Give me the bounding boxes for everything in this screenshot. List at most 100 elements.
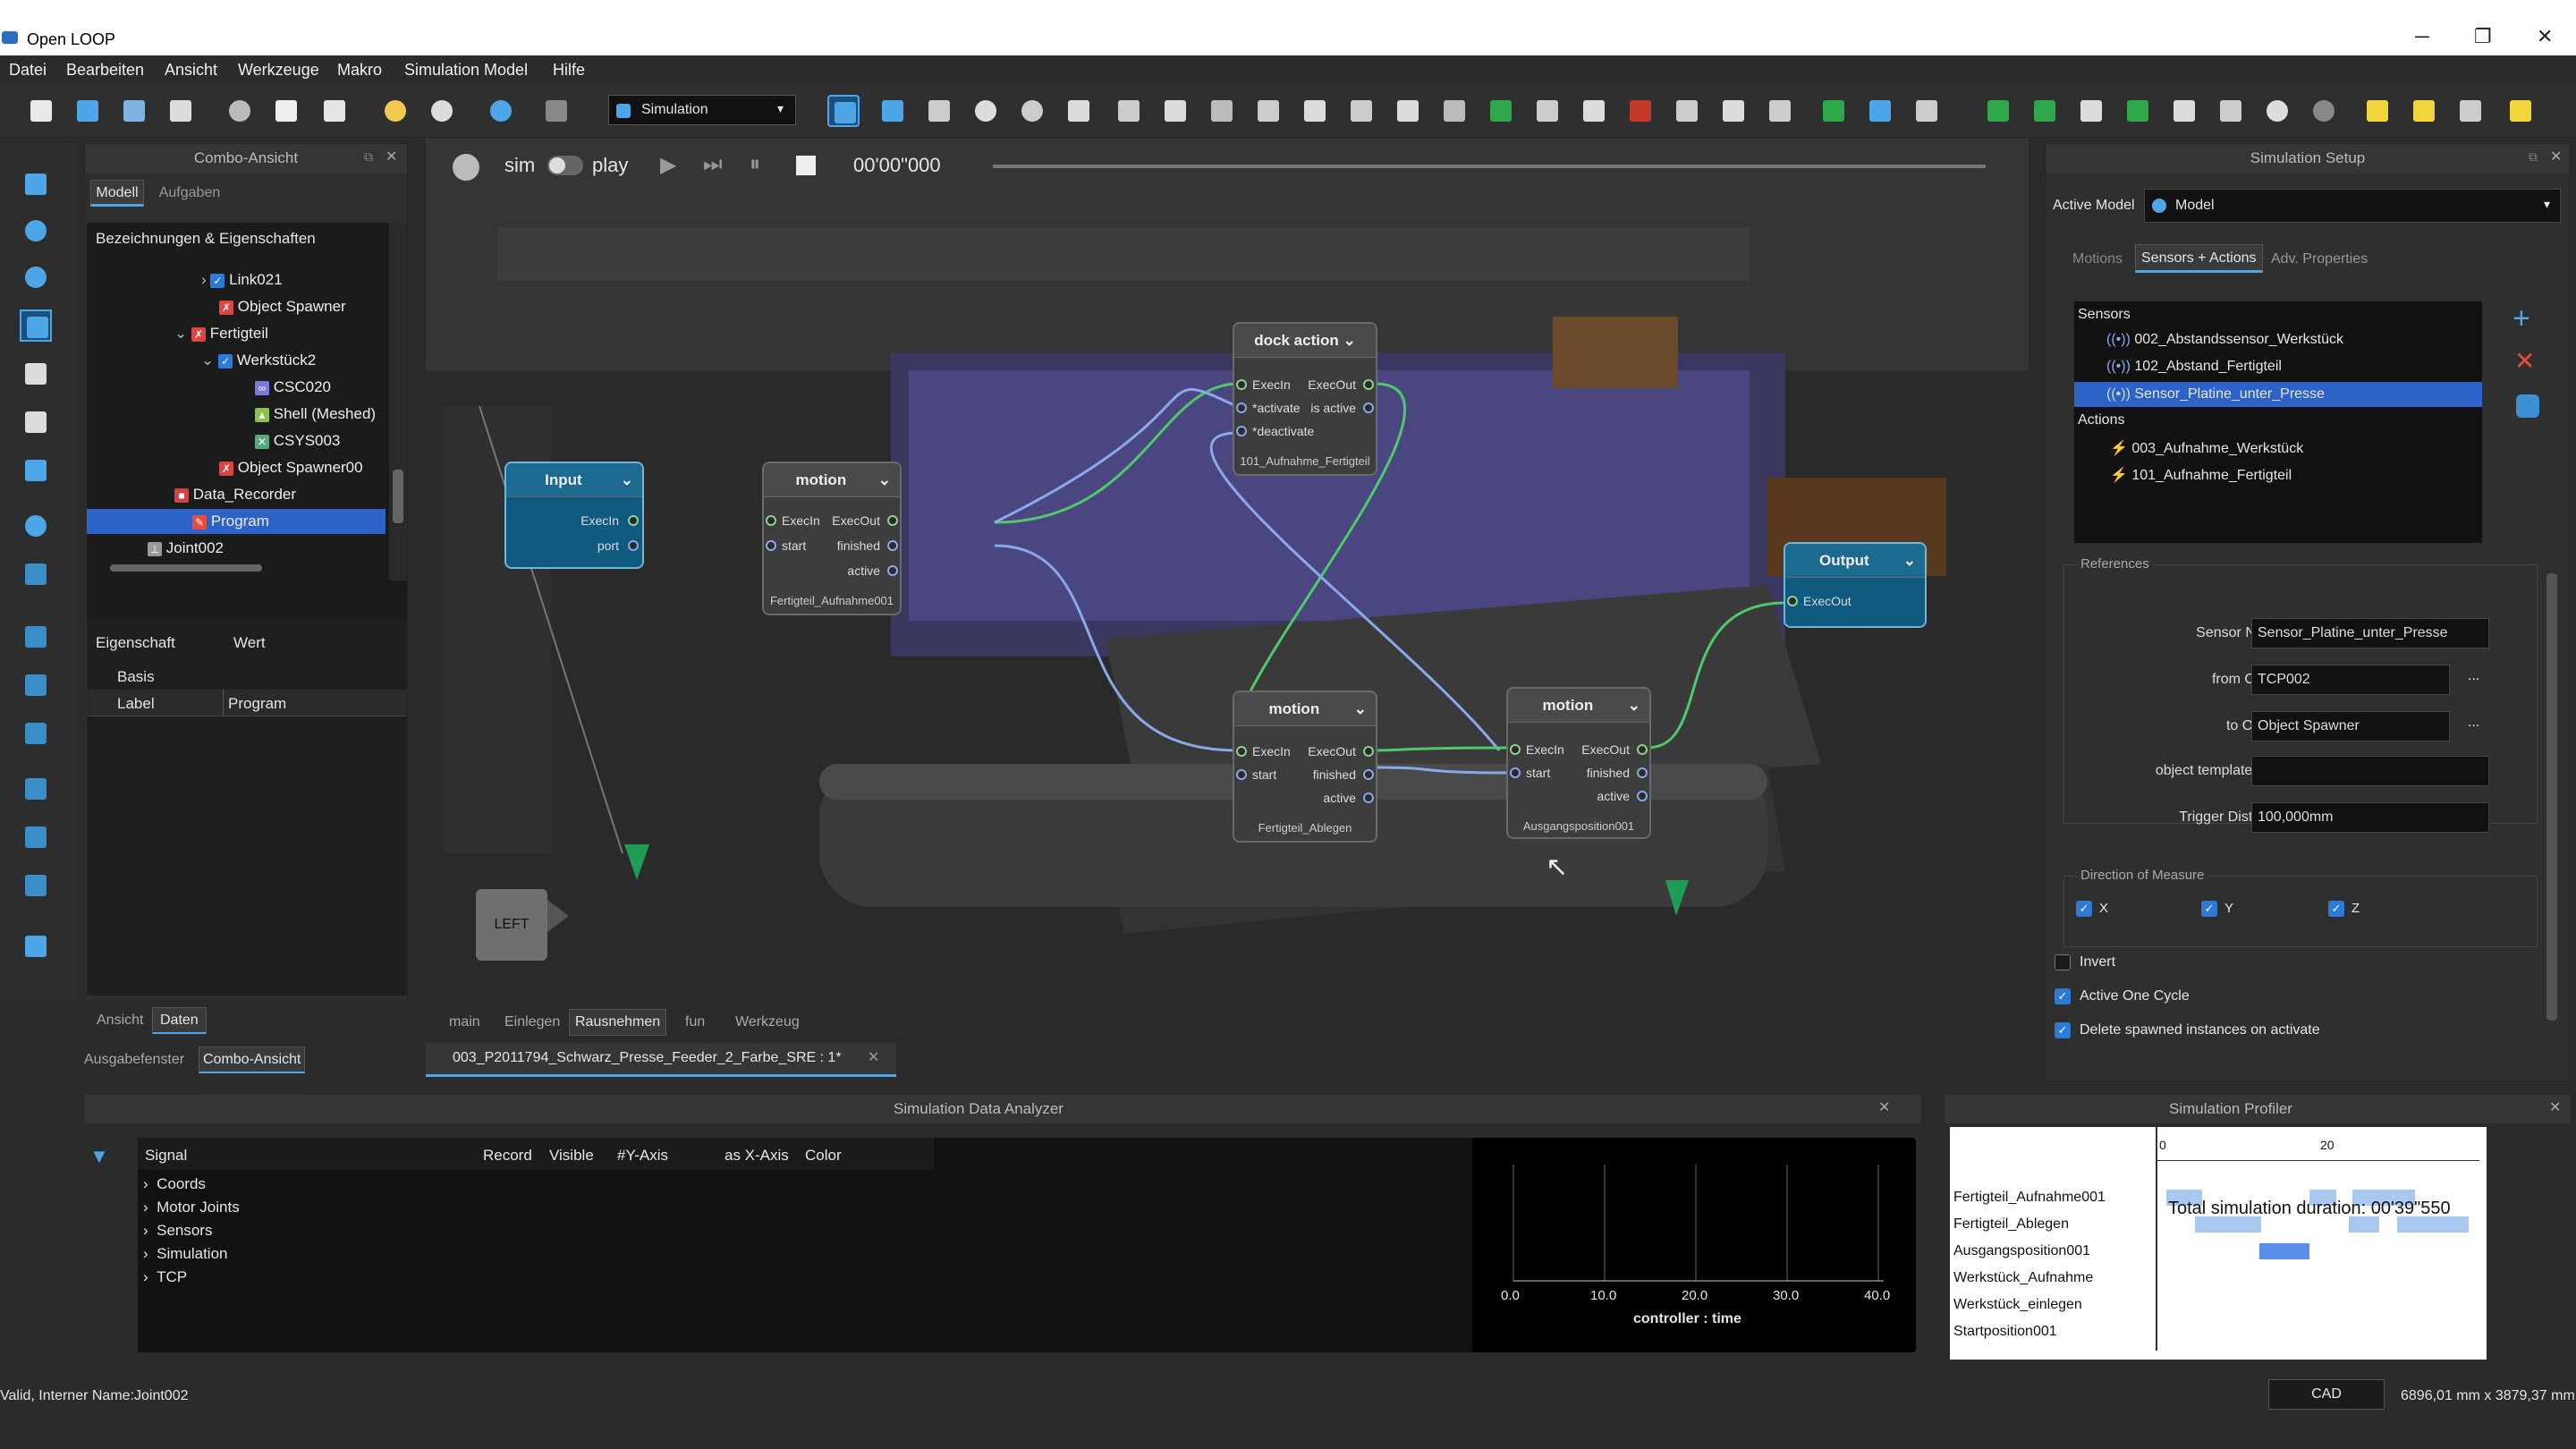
sim-tool-icon[interactable] — [923, 95, 955, 127]
input-pin[interactable] — [1510, 767, 1521, 778]
menu-bearbeiten[interactable]: Bearbeiten — [66, 61, 145, 79]
output-pin[interactable] — [1363, 769, 1374, 780]
table-row[interactable]: › Simulation — [143, 1245, 228, 1262]
tree-item-csc020[interactable]: ∞ CSC020 — [255, 375, 331, 400]
close-icon[interactable]: ✕ — [386, 149, 398, 165]
restore-button[interactable]: ❐ — [2474, 25, 2492, 47]
tree-item-werkstueck2[interactable]: ⌄ ✓ Werkstück2 — [201, 352, 317, 369]
sim-tool-icon[interactable] — [1206, 95, 1238, 127]
sim-tool-icon[interactable] — [1624, 95, 1657, 127]
output-pin[interactable] — [1363, 792, 1374, 803]
analyzer-plot[interactable]: 0.0 10.0 20.0 30.0 40.0 controller : tim… — [1472, 1138, 1916, 1352]
timeline-slider[interactable] — [993, 165, 1986, 168]
sim-tool-icon[interactable] — [2215, 95, 2247, 127]
input-pin[interactable] — [1236, 402, 1247, 413]
profiler-panel[interactable]: 0 20 Fertigteil_Aufnahme001 Fertigteil_A… — [1950, 1127, 2487, 1360]
redo-icon[interactable] — [426, 95, 458, 127]
output-pin[interactable] — [1363, 402, 1374, 413]
input-pin[interactable] — [1510, 744, 1521, 755]
undo-icon[interactable] — [379, 95, 411, 127]
tree-item-csys003[interactable]: ✕ CSYS003 — [255, 428, 340, 453]
output-pin[interactable] — [1363, 379, 1374, 390]
front-view-icon[interactable] — [20, 621, 52, 653]
sim-tool-icon[interactable] — [1864, 95, 1896, 127]
output-pin[interactable] — [887, 565, 898, 576]
sim-tool-icon[interactable] — [1911, 95, 1943, 127]
close-icon[interactable]: ✕ — [2550, 149, 2563, 165]
sim-tool-icon[interactable] — [2122, 95, 2154, 127]
play-icon[interactable]: ▶ — [660, 153, 677, 177]
input-pin[interactable] — [1236, 746, 1247, 757]
sim-tool-icon[interactable] — [877, 95, 909, 127]
sim-tool-icon[interactable] — [1345, 95, 1377, 127]
sim-tool-icon[interactable] — [1299, 95, 1331, 127]
table-row[interactable]: › Motor Joints — [143, 1199, 240, 1216]
chevron-down-icon[interactable]: ⌄ — [1902, 552, 1916, 569]
table-row[interactable]: › Sensors — [143, 1222, 213, 1239]
sensor-name-input[interactable]: Sensor_Platine_unter_Presse — [2251, 618, 2489, 648]
tab-einlegen[interactable]: Einlegen — [504, 1014, 561, 1030]
output-node[interactable]: Output ⌄ ExecOut — [1784, 542, 1927, 628]
list-item[interactable]: ((•)) 002_Abstandssensor_Werkstück — [2106, 332, 2343, 348]
setup-scrollbar[interactable] — [2543, 555, 2561, 1056]
tab-modell[interactable]: Modell — [90, 180, 144, 207]
forward-icon[interactable] — [20, 406, 52, 438]
3d-viewport[interactable]: sim play ▶ ⏭ ⏸ 00'00"000 Input ⌄ ExecIn … — [426, 138, 2029, 1005]
browse-button[interactable]: ... — [2468, 668, 2480, 683]
motion-node-3[interactable]: motion ⌄ ExecIn start ExecOut finished a… — [1506, 687, 1651, 839]
tab-ausgabefenster[interactable]: Ausgabefenster — [84, 1052, 185, 1067]
left-view-icon[interactable] — [20, 869, 52, 902]
top-view-icon[interactable] — [20, 669, 52, 701]
menu-datei[interactable]: Datei — [9, 61, 47, 79]
gear-icon[interactable] — [970, 95, 1002, 127]
tree-scrollbar[interactable] — [389, 223, 407, 580]
step-icon[interactable]: ⏭ — [703, 152, 723, 176]
tab-aufgaben[interactable]: Aufgaben — [158, 185, 221, 200]
back-icon[interactable] — [20, 358, 52, 390]
select-icon[interactable] — [20, 309, 52, 342]
pause-icon[interactable]: ⏸ — [750, 152, 760, 176]
tree-hscrollbar[interactable] — [92, 561, 386, 575]
float-icon[interactable]: ⧉ — [364, 149, 373, 164]
sim-tool-icon[interactable] — [1717, 95, 1750, 127]
sim-tool-icon[interactable] — [2168, 95, 2200, 127]
sim-tool-icon[interactable] — [2029, 95, 2061, 127]
workbench-select[interactable]: Simulation ▾ — [608, 95, 796, 125]
tab-combo-ansicht[interactable]: Combo-Ansicht — [199, 1046, 306, 1073]
tree-item-object-spawner[interactable]: ✗ Object Spawner — [219, 294, 346, 319]
tree-item-link021[interactable]: › ✓ Link021 — [201, 271, 283, 288]
tree-item-shell[interactable]: ▲ Shell (Meshed) — [255, 402, 376, 427]
tab-motions[interactable]: Motions — [2072, 251, 2123, 267]
float-icon[interactable]: ⧉ — [2529, 149, 2538, 164]
zoom-icon[interactable] — [20, 215, 52, 247]
input-pin[interactable] — [766, 515, 776, 526]
print-icon[interactable] — [165, 95, 197, 127]
settings-gear-icon[interactable] — [453, 154, 479, 181]
menu-makro[interactable]: Makro — [337, 61, 383, 79]
chevron-down-icon[interactable]: ⌄ — [1343, 332, 1356, 349]
sim-tool-icon[interactable] — [1764, 95, 1796, 127]
chevron-down-icon[interactable]: ⌄ — [877, 471, 891, 488]
sim-tool-icon[interactable] — [1159, 95, 1191, 127]
refresh-icon[interactable] — [485, 95, 517, 127]
open-file-icon[interactable] — [72, 95, 104, 127]
tab-adv-properties[interactable]: Adv. Properties — [2271, 251, 2368, 267]
cut-icon[interactable] — [224, 95, 256, 127]
zoom-in-icon[interactable] — [20, 510, 52, 542]
checkbox-z[interactable]: ✓ — [2328, 901, 2344, 917]
template-filter-input[interactable] — [2251, 756, 2489, 786]
sim-tool-icon[interactable] — [1113, 95, 1145, 127]
filter-icon[interactable]: ▼ — [89, 1145, 109, 1167]
checkbox-y[interactable]: ✓ — [2201, 901, 2217, 917]
chevron-down-icon[interactable]: ⌄ — [1627, 697, 1640, 714]
sim-tool-icon[interactable] — [1438, 95, 1470, 127]
input-pin[interactable] — [766, 540, 776, 551]
tree-item-joint002[interactable]: ⊥ Joint002 — [148, 536, 224, 561]
input-node[interactable]: Input ⌄ ExecIn port — [504, 462, 644, 569]
zoom-fit-icon[interactable] — [20, 168, 52, 200]
list-item[interactable]: ⚡ 101_Aufnahme_Fertigteil — [2110, 466, 2292, 484]
tab-fun[interactable]: fun — [685, 1014, 706, 1030]
output-pin[interactable] — [887, 515, 898, 526]
add-icon[interactable]: + — [2512, 301, 2530, 335]
isometric-icon[interactable] — [20, 558, 52, 590]
